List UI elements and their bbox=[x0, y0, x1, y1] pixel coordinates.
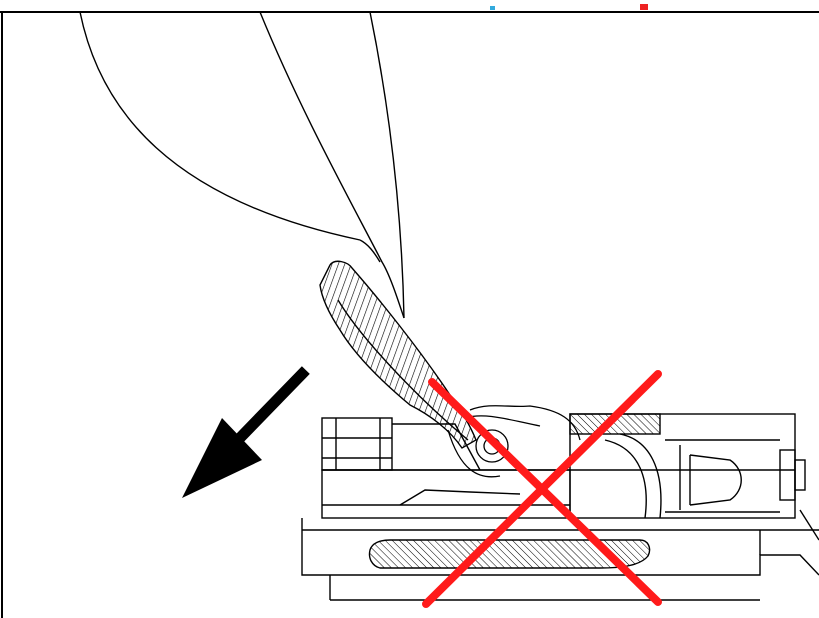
frame-border bbox=[0, 11, 819, 618]
hand-outline bbox=[79, 11, 405, 319]
direction-arrow bbox=[182, 366, 310, 498]
tool-blade bbox=[319, 260, 477, 449]
incorrect-cross-mark bbox=[422, 370, 662, 608]
cropped-top-marks bbox=[490, 4, 648, 10]
